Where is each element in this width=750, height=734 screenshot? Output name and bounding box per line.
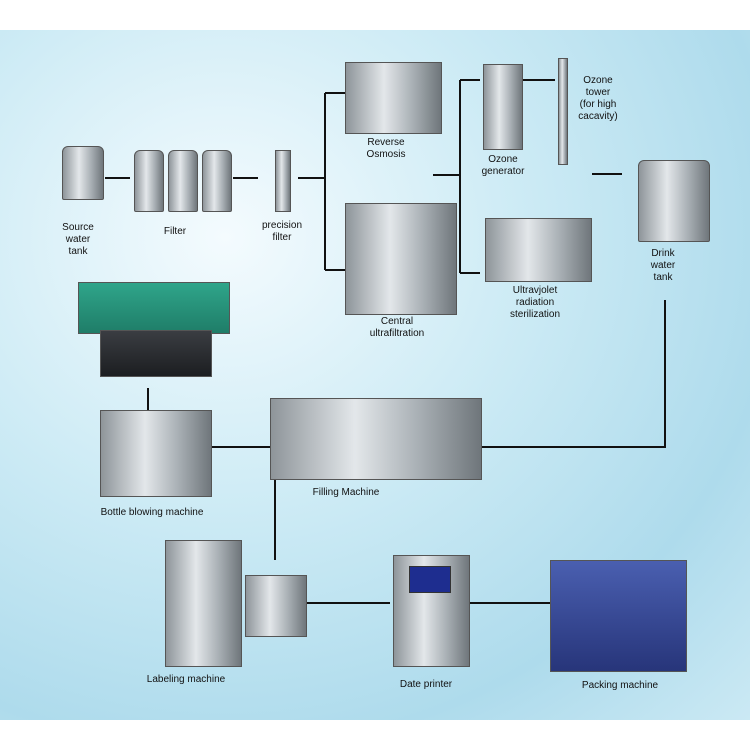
- line-precision-branch: [298, 92, 345, 271]
- labeling-machine-image: [165, 540, 242, 667]
- ozone-generator-image: [483, 64, 523, 150]
- bottle-blowing-machine-image: [100, 410, 212, 497]
- label-drink-water-tank: Drink water tank: [650, 248, 676, 283]
- ozone-tower-image: [558, 58, 568, 165]
- filter-image-1: [134, 150, 164, 212]
- label-labeling-machine: Labeling machine: [146, 674, 226, 685]
- line-ozone-branch: [433, 79, 480, 274]
- source-water-tank-image: [62, 146, 104, 200]
- label-reverse-osmosis: Reverse Osmosis: [366, 137, 406, 160]
- injection-molding-machine-image: [78, 282, 230, 334]
- labeling-conveyor-image: [245, 575, 307, 637]
- label-date-printer: Date printer: [399, 679, 453, 690]
- filter-image-2: [168, 150, 198, 212]
- line-drinktank-filling: [480, 300, 666, 448]
- label-packing-machine: Packing machine: [581, 680, 659, 691]
- date-printer-image: [393, 555, 470, 667]
- drink-water-tank-image: [638, 160, 710, 242]
- reverse-osmosis-image: [345, 62, 442, 134]
- injection-molding-base-image: [100, 330, 212, 377]
- label-source-water-tank: Source water tank: [62, 222, 94, 257]
- label-uv-sterilization: Ultravjolet radiation sterilization: [509, 285, 561, 320]
- label-bottle-blowing-machine: Bottle blowing machine: [100, 507, 204, 518]
- packing-machine-image: [550, 560, 687, 672]
- label-ozone-generator: Ozone generator: [481, 154, 525, 177]
- precision-filter-image: [275, 150, 291, 212]
- ultrafiltration-image: [345, 203, 457, 315]
- label-precision-filter: precision filter: [261, 220, 303, 243]
- uv-sterilizer-image: [485, 218, 592, 282]
- label-ozone-tower: Ozone tower (for high cacavity): [578, 75, 618, 122]
- filling-machine-image: [270, 398, 482, 480]
- label-filter: Filter: [163, 226, 187, 237]
- label-central-ultrafiltration: Central ultrafiltration: [369, 316, 425, 339]
- label-filling-machine: Filling Machine: [312, 487, 380, 498]
- filter-image-3: [202, 150, 232, 212]
